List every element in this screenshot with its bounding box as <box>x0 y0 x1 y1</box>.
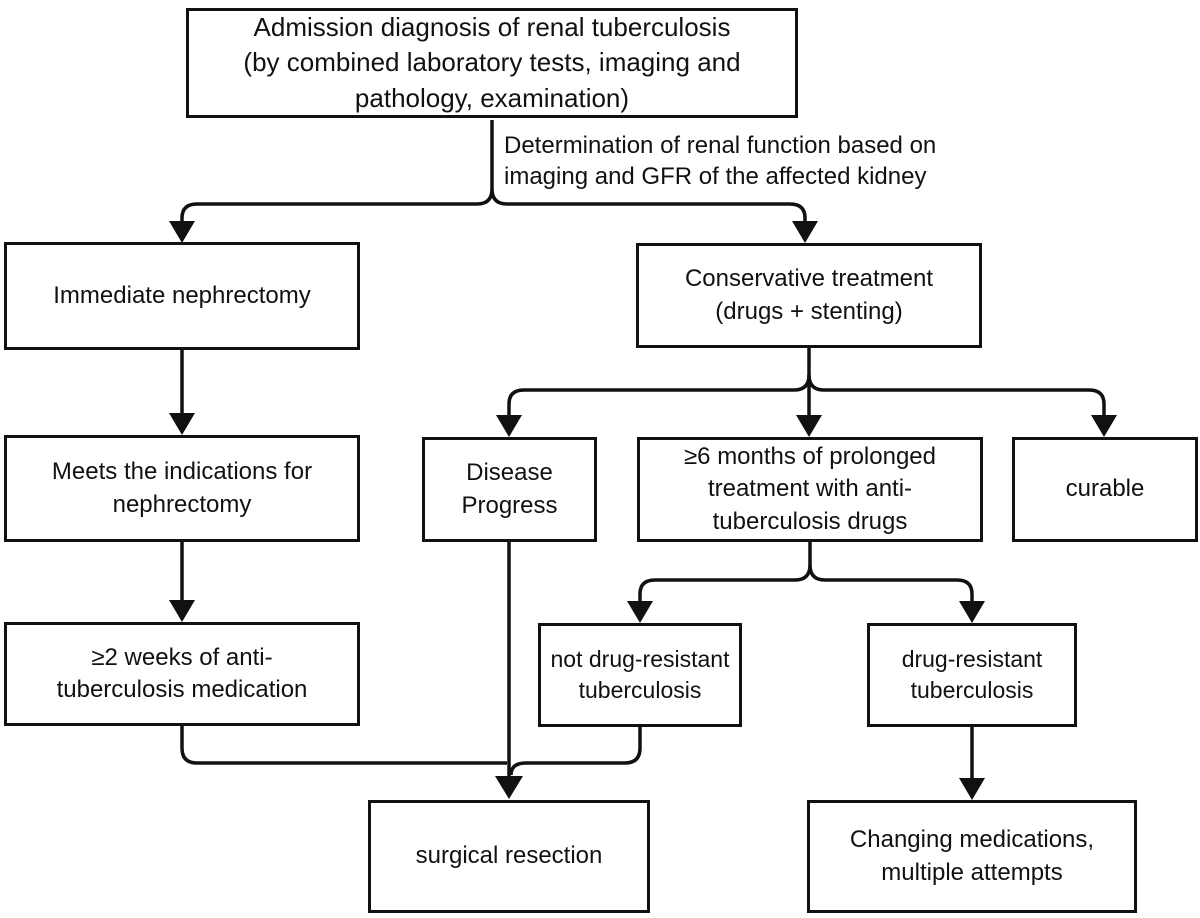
connector-notdrug-to-surgical <box>509 727 642 776</box>
connector-split-to-notdrug <box>638 564 812 602</box>
connector-admission-to-immediate <box>180 188 494 222</box>
node-admission-diagnosis: Admission diagnosis of renal tuberculosi… <box>186 8 798 118</box>
node-disease-progress: Disease Progress <box>422 437 597 542</box>
arrowhead-immediate-nephrectomy <box>169 221 195 243</box>
node-drug-resistant: drug-resistant tuberculosis <box>867 623 1077 727</box>
node-surgical-resection: surgical resection <box>368 800 650 913</box>
node-six-months-treatment: ≥6 months of prolonged treatment with an… <box>637 437 983 542</box>
node-changing-medications: Changing medications, multiple attempts <box>807 800 1137 913</box>
node-conservative-treatment: Conservative treatment (drugs + stenting… <box>636 243 982 348</box>
arrowhead-disease-progress <box>496 415 522 437</box>
connector-split-to-disease <box>507 374 811 416</box>
node-curable: curable <box>1012 437 1198 542</box>
connector-split-to-curable <box>807 374 1106 416</box>
node-two-weeks-medication: ≥2 weeks of anti- tuberculosis medicatio… <box>4 622 360 726</box>
node-not-drug-resistant: not drug-resistant tuberculosis <box>538 623 742 727</box>
arrowhead-six-months <box>796 415 822 437</box>
connector-split-to-drugresistant <box>808 564 974 602</box>
edge-label-renal-function: Determination of renal function based on… <box>504 132 937 190</box>
arrowhead-conservative-treatment <box>792 221 818 243</box>
node-meets-indications: Meets the indications for nephrectomy <box>4 435 360 542</box>
arrowhead-two-weeks <box>169 600 195 622</box>
arrowhead-surgical-resection <box>495 776 523 799</box>
connector-admission-to-conservative <box>490 188 807 222</box>
connector-twoweeks-to-surgical <box>180 726 507 765</box>
arrowhead-changing-medications <box>959 778 985 800</box>
node-immediate-nephrectomy: Immediate nephrectomy <box>4 242 360 350</box>
arrowhead-curable <box>1091 415 1117 437</box>
arrowhead-drug-resistant <box>959 601 985 623</box>
arrowhead-not-drug-resistant <box>627 601 653 623</box>
arrowhead-meets-indications <box>169 413 195 435</box>
